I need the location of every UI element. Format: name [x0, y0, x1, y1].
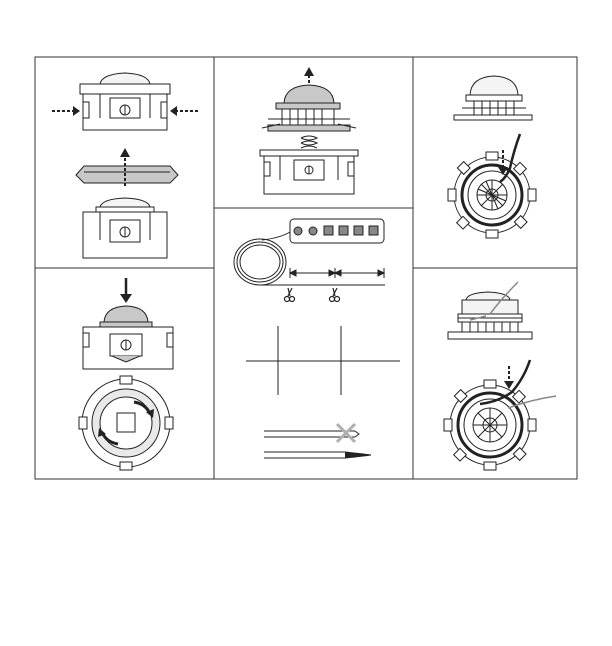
- arrow-right-dotted-icon: [52, 106, 80, 116]
- arrow-down-dotted-icon: [498, 150, 508, 175]
- housing-with-spool: [83, 306, 173, 369]
- cover-lifted: [76, 166, 178, 183]
- scissors-icon: [330, 288, 340, 302]
- hub-spokes: [473, 408, 507, 442]
- spool-side: [454, 76, 532, 120]
- spool-side-wound: [448, 282, 532, 339]
- cross-mark-icon: [337, 424, 355, 442]
- measure-marks: [290, 268, 384, 278]
- spool-lifted: [262, 85, 356, 131]
- spool-top-view-wound: [444, 360, 556, 470]
- panel-cut-line: [234, 219, 400, 458]
- hub-spokes: [477, 180, 507, 210]
- housing-top-view: [80, 73, 170, 130]
- panel-push-and-rotate: [79, 278, 173, 470]
- arrow-down-solid-icon: [120, 278, 132, 303]
- housing-open: [83, 198, 167, 258]
- panel-lift-spool: [260, 67, 358, 194]
- housing-top-view: [79, 376, 173, 470]
- housing-base: [260, 150, 358, 194]
- arrow-down-dotted-icon: [504, 366, 514, 389]
- spring: [301, 136, 317, 148]
- spool-top-view: [448, 134, 536, 238]
- panel-spool-side-view: [448, 76, 536, 238]
- scissors-icon: [285, 288, 295, 302]
- arrow-left-dotted-icon: [170, 106, 198, 116]
- line-end-correct: [264, 452, 371, 458]
- cross-lines: [246, 326, 400, 395]
- panel-wound-spool: [444, 282, 556, 470]
- line-gauge: [290, 219, 384, 243]
- panel-press-tabs-remove-cover: [52, 73, 198, 258]
